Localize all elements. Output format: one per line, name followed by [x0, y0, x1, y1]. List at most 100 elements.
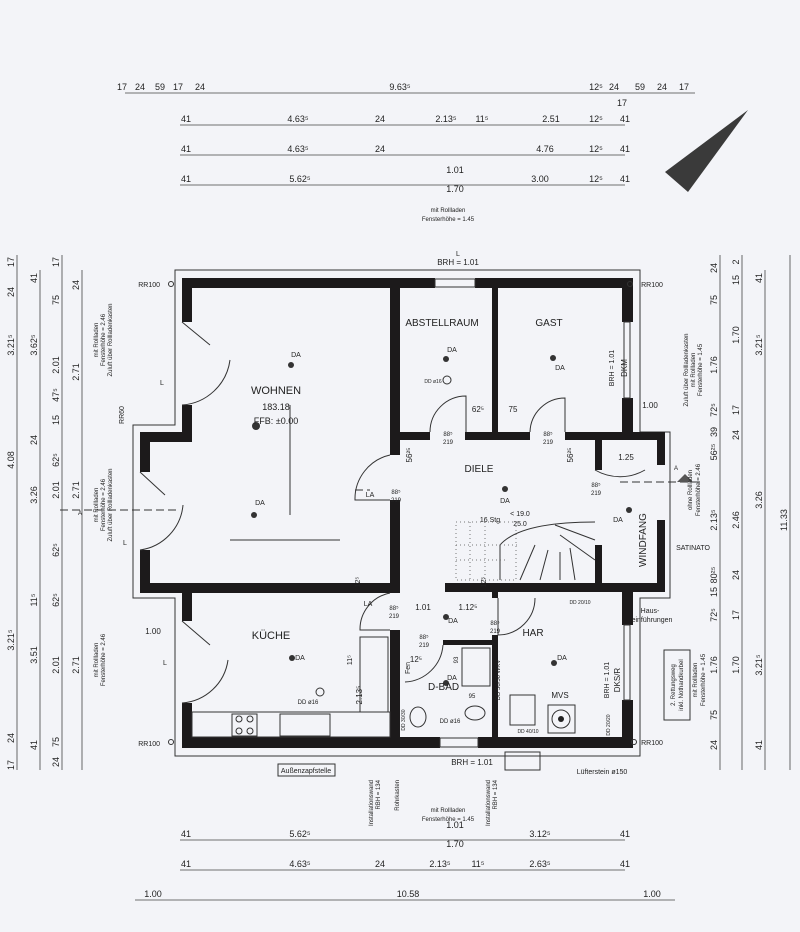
dimension-label: 24	[731, 430, 741, 440]
doors	[139, 321, 646, 704]
label-rbh: RBH = 134	[493, 779, 499, 809]
rettungsweg-box	[663, 649, 691, 721]
dimension-label: 3.21⁵	[6, 334, 16, 356]
label-zuluft: Zuluft über Rollladenkasten	[684, 333, 690, 406]
label-rr60: RR60	[119, 406, 126, 424]
dimension-label: 75	[51, 295, 61, 305]
dimension-label: 4.63⁵	[287, 114, 309, 124]
dimension-label: 24	[6, 733, 16, 743]
dimension-label: 41	[620, 859, 630, 869]
windows	[434, 278, 631, 748]
dimension-label: 24	[709, 740, 719, 750]
dimension-label: 24	[195, 82, 205, 92]
label-door-h: 219	[591, 491, 602, 497]
dimension-label: 1.70	[446, 184, 464, 194]
label-door-h: 219	[391, 498, 402, 504]
dd-pipe-icon	[315, 687, 325, 697]
label-stairs: 16 Stg	[480, 517, 500, 524]
label-mit-rollladen: mit Rollladen	[94, 643, 100, 678]
label-d625: 62⁵	[472, 405, 484, 414]
label-dd2020: DD 20/20	[606, 714, 612, 735]
floor-level-label: FFB: ±0.00	[254, 416, 298, 426]
label-da: DA	[291, 352, 301, 359]
dimension-label: 41	[29, 740, 39, 750]
dashed-projection	[230, 405, 340, 541]
label-d100: 1.00	[145, 627, 161, 636]
label-brh: BRH = 1.01	[604, 662, 611, 698]
label-door-w: 88⁵	[391, 489, 401, 496]
dimension-label: 15	[731, 275, 741, 285]
dimension-label: 9.63⁵	[389, 82, 411, 92]
dimension-label: 10.58	[397, 889, 420, 899]
dimension-label: 2.46	[731, 511, 741, 529]
label-brh: BRH = 1.01	[451, 758, 493, 767]
room-area: 183.18	[262, 402, 290, 412]
walls	[140, 278, 665, 748]
dimension-label: 41	[754, 740, 764, 750]
label-rohrkasten: Rohrkasten	[395, 780, 401, 811]
label-mvs: MVS	[551, 691, 568, 700]
room-label-har: HAR	[522, 628, 543, 639]
dimension-label: 3.00	[531, 174, 549, 184]
label-da: DA	[255, 500, 265, 507]
label-fh246: Fensterhöhe = 2.46	[101, 478, 107, 531]
dimension-label: 17	[679, 82, 689, 92]
dimension-label: 41	[620, 114, 630, 124]
dimension-label: 24	[6, 287, 16, 297]
label-da: DA	[295, 655, 305, 662]
label-l: L	[123, 540, 127, 547]
dimension-label: 2.71	[71, 656, 81, 674]
dimension-label: 24	[29, 435, 39, 445]
dimension-label: 1.01	[446, 165, 464, 175]
dimension-label: 41	[181, 829, 191, 839]
label-aussenzapfstelle: Außenzapfstelle	[281, 768, 331, 775]
label-hauseinf-1: Haus-	[641, 608, 660, 615]
label-rr100: RR100	[641, 740, 663, 747]
dimension-label: 3.21⁵	[754, 334, 764, 356]
dimension-label: 2.13⁵	[709, 509, 719, 531]
label-dkm: DKM	[620, 359, 629, 377]
label-d125s: 12⁵	[481, 577, 488, 588]
label-door-h: 219	[389, 614, 400, 620]
staircase	[455, 521, 596, 581]
dimension-label: 24	[135, 82, 145, 92]
dimension-label: 62⁵	[51, 453, 61, 467]
dimension-label: 24	[375, 859, 385, 869]
dimension-label: 2.51	[542, 114, 560, 124]
label-mit-rollladen: mit Rollladen	[691, 353, 697, 388]
dimension-label: 4.63⁵	[287, 144, 309, 154]
dimension-label: 39	[709, 427, 719, 437]
room-label-abstellraum: ABSTELLRAUM	[405, 318, 478, 329]
dimension-label: 4.76	[536, 144, 554, 154]
dimension-label: 11⁵	[475, 114, 488, 124]
label-da: DA	[447, 675, 457, 682]
dimension-label: 3.12⁵	[529, 829, 551, 839]
label-d101: 1.01	[415, 603, 431, 612]
dimension-label: 2.71	[71, 363, 81, 381]
label-door-w: 88⁵	[490, 620, 500, 627]
label-stair-run: 25.0	[513, 521, 527, 528]
dimension-label: 17	[173, 82, 183, 92]
dimension-label: 56²⁵	[709, 443, 719, 460]
dimension-label: 41	[620, 829, 630, 839]
dimension-label: 4.63⁵	[289, 859, 311, 869]
label-zuluft: Zuluft über Rollladenkasten	[108, 303, 114, 376]
dimension-label: 2.63⁵	[529, 859, 551, 869]
label-d115: 11⁵	[347, 655, 354, 665]
label-door-h: 219	[490, 629, 501, 635]
label-rettungsweg-2: inkl. Nothandkurbel	[679, 659, 685, 710]
dimension-label: 41	[181, 174, 191, 184]
dimension-label: 24	[51, 757, 61, 767]
label-dd4010: DD 40/10	[517, 729, 538, 735]
label-l: L	[456, 251, 460, 258]
dimension-label: 24	[709, 263, 719, 273]
dimension-label: 2.71	[71, 481, 81, 499]
dimension-label: 11⁵	[471, 859, 484, 869]
dimension-label: 72⁵	[709, 608, 719, 622]
room-label-gast: GAST	[535, 318, 562, 329]
room-label-wohnen: WOHNEN	[251, 385, 301, 397]
dimension-label: 3.21⁵	[754, 654, 764, 676]
dimension-label: 12⁵	[589, 82, 603, 92]
label-mit-rollladen: mit Rollladen	[693, 663, 699, 698]
